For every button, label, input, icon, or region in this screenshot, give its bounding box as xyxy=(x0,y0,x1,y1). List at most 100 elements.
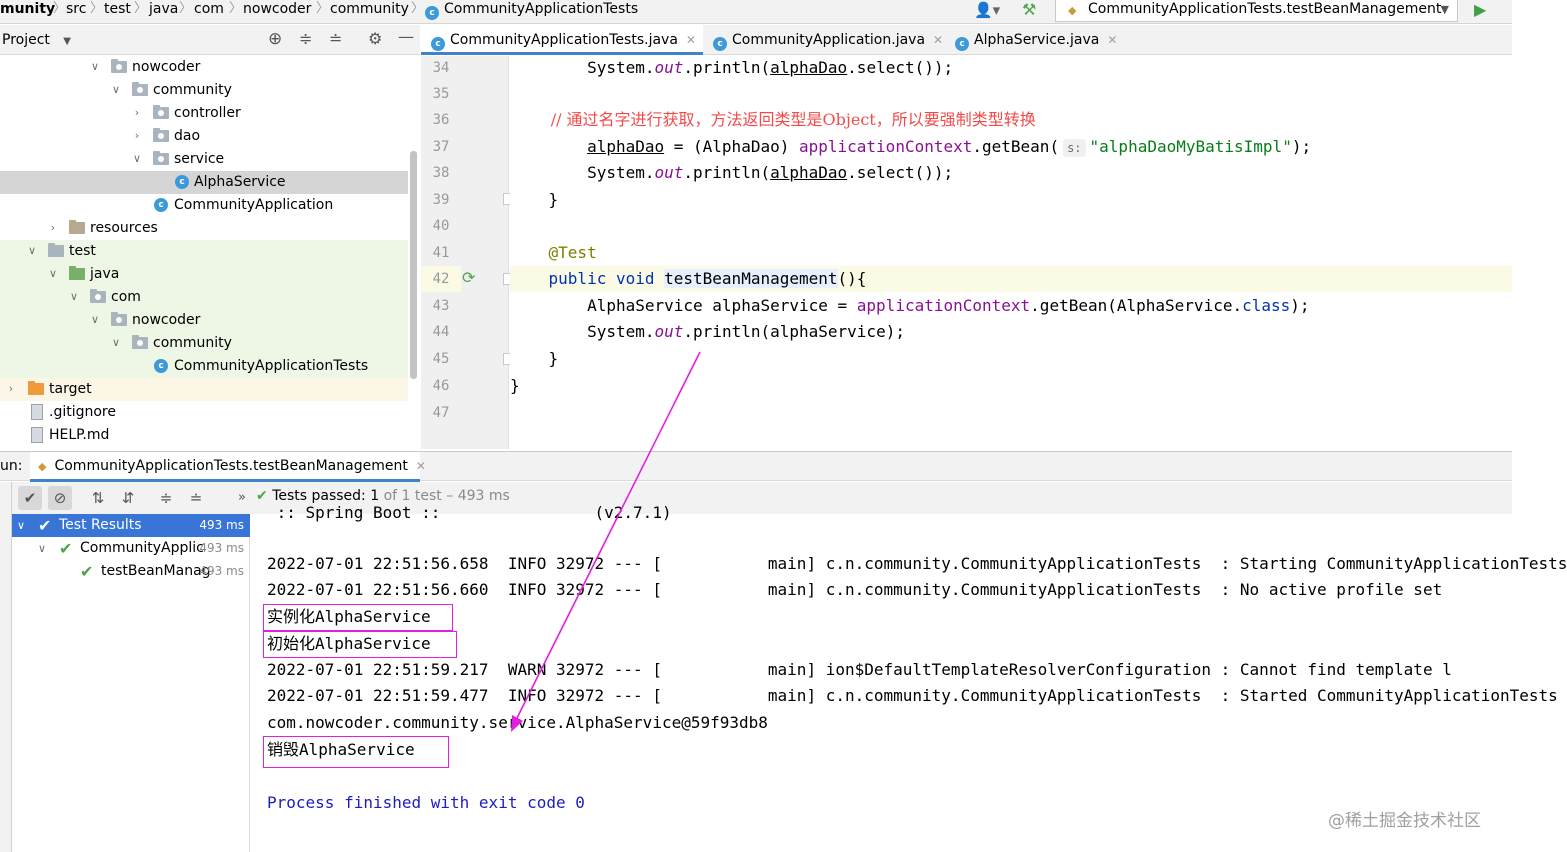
chevron-down-icon[interactable]: ∨ xyxy=(27,244,37,257)
chevron-right-icon[interactable]: › xyxy=(134,129,140,142)
tree-item-service[interactable]: ∨ service xyxy=(0,148,408,171)
breadcrumb-community[interactable]: community xyxy=(330,1,409,17)
check-icon: ✔ xyxy=(256,488,268,504)
tree-item-target[interactable]: › target xyxy=(0,378,408,401)
close-icon[interactable]: ✕ xyxy=(933,33,944,47)
breadcrumb-java[interactable]: java xyxy=(149,1,179,17)
chevron-down-icon[interactable]: ∨ xyxy=(111,83,121,96)
chevron-down-icon[interactable]: ∨ xyxy=(111,336,121,349)
tree-item-community-test[interactable]: ∨ community xyxy=(0,332,408,355)
run-tab[interactable]: ◆CommunityApplicationTests.testBeanManag… xyxy=(30,452,426,482)
user-icon[interactable]: 👤▾ xyxy=(974,1,1001,19)
chevron-down-icon[interactable]: ∨ xyxy=(90,313,100,326)
code-line-39: } xyxy=(510,190,559,209)
test-method-row[interactable]: ✔ testBeanManag 493 ms xyxy=(80,562,244,581)
code-line-43: AlphaService alphaService = applicationC… xyxy=(510,296,1310,315)
expand-all-icon[interactable]: ≑ xyxy=(299,29,313,48)
tree-item-community[interactable]: ∨ community xyxy=(0,79,408,102)
close-icon[interactable]: ✕ xyxy=(685,33,696,47)
run-icon[interactable]: ▶ xyxy=(1474,0,1487,19)
tree-item-gitignore[interactable]: .gitignore xyxy=(0,401,408,424)
breadcrumb-separator: 〉 xyxy=(411,1,425,16)
project-tree: ∨ nowcoder ∨ community › controller › da… xyxy=(0,56,420,449)
run-configuration-select[interactable]: ◆ CommunityApplicationTests.testBeanMana… xyxy=(1055,0,1458,22)
console-line: 2022-07-01 22:51:56.660 INFO 32972 --- [… xyxy=(267,580,1443,599)
package-icon xyxy=(132,335,148,349)
chevron-down-icon[interactable]: ∨ xyxy=(90,60,100,73)
chevron-right-icon[interactable]: › xyxy=(134,106,140,119)
code-line-38: System.out.println(alphaDao.select()); xyxy=(510,163,954,182)
chevron-down-icon[interactable]: ∨ xyxy=(132,152,142,165)
collapse-all-icon[interactable]: ≐ xyxy=(189,489,203,507)
check-icon: ✔ xyxy=(59,539,73,558)
chevron-down-icon[interactable]: ∨ xyxy=(17,519,26,532)
show-ignored-icon[interactable]: ⊘ xyxy=(48,486,72,510)
code-line-42: public void testBeanManagement(){ xyxy=(510,266,1512,292)
chevron-down-icon[interactable]: ∨ xyxy=(69,290,79,303)
run-toolbar: ✔ ⊘ ⇅ ⇵ ≑ ≐ » ✔ Tests passed: 1 of 1 tes… xyxy=(12,482,1512,514)
chevron-right-icon[interactable]: › xyxy=(50,221,56,234)
excluded-folder-icon xyxy=(28,381,44,395)
project-view-select[interactable]: Project ▼ xyxy=(2,32,71,48)
test-source-folder-icon xyxy=(69,266,85,280)
build-hammer-icon[interactable]: ⚒ xyxy=(1022,0,1037,19)
tree-scrollbar[interactable] xyxy=(410,151,417,379)
sort-duration-icon[interactable]: ⇵ xyxy=(121,489,135,507)
tree-item-alphaservice[interactable]: c AlphaService xyxy=(0,171,408,194)
close-icon[interactable]: ✕ xyxy=(415,459,426,473)
tree-item-dao[interactable]: › dao xyxy=(0,125,408,148)
tree-item-com[interactable]: ∨ com xyxy=(0,286,408,309)
sort-alpha-icon[interactable]: ⇅ xyxy=(91,489,105,507)
test-class-row[interactable]: ∨ ✔ CommunityApplic 493 ms xyxy=(38,539,244,558)
hide-icon[interactable]: — xyxy=(398,27,414,46)
folder-icon xyxy=(48,243,64,257)
package-icon xyxy=(90,289,106,303)
breadcrumb-project[interactable]: munity xyxy=(0,1,56,17)
chevron-right-icon[interactable]: › xyxy=(8,382,14,395)
tree-item-communityapplicationtests[interactable]: c CommunityApplicationTests xyxy=(0,355,408,378)
markdown-file-icon xyxy=(31,427,43,443)
breadcrumb-separator: 〉 xyxy=(134,1,148,16)
breadcrumb-src[interactable]: src xyxy=(66,1,87,17)
tree-item-test[interactable]: ∨ test xyxy=(0,240,408,263)
chevron-down-icon[interactable]: ∨ xyxy=(38,542,47,555)
console-line: 实例化AlphaService xyxy=(267,607,431,626)
class-icon: c xyxy=(431,37,445,51)
locate-icon[interactable]: ⊕ xyxy=(268,29,283,49)
collapse-all-icon[interactable]: ≐ xyxy=(329,29,343,48)
code-line-34: System.out.println(alphaDao.select()); xyxy=(510,58,954,77)
show-passed-icon[interactable]: ✔ xyxy=(18,486,42,510)
close-icon[interactable]: ✕ xyxy=(1107,33,1118,47)
tree-item-nowcoder[interactable]: ∨ nowcoder xyxy=(0,56,408,79)
tree-item-resources[interactable]: › resources xyxy=(0,217,408,240)
run-test-icon[interactable]: ⟳ xyxy=(462,268,476,287)
annotation-box xyxy=(263,604,453,631)
breadcrumb-nowcoder[interactable]: nowcoder xyxy=(243,1,312,17)
breadcrumb-com[interactable]: com xyxy=(194,1,224,17)
more-icon[interactable]: » xyxy=(238,490,246,505)
tree-item-controller[interactable]: › controller xyxy=(0,102,408,125)
expand-all-icon[interactable]: ≑ xyxy=(159,489,173,507)
test-status: ✔ Tests passed: 1 of 1 test – 493 ms xyxy=(256,488,510,504)
gear-icon[interactable]: ⚙ xyxy=(368,29,383,48)
chevron-down-icon[interactable]: ∨ xyxy=(48,267,58,280)
line-number: 45 xyxy=(432,351,450,367)
class-icon: c xyxy=(175,175,189,189)
test-results-root[interactable]: ∨ ✔ Test Results 493 ms xyxy=(12,514,250,537)
tree-item-help-md[interactable]: HELP.md xyxy=(0,424,408,447)
console-output[interactable]: :: Spring Boot :: (v2.7.1) 2022-07-01 22… xyxy=(251,503,1567,852)
code-editor[interactable]: System.out.println(alphaDao.select()); /… xyxy=(510,56,1512,449)
breadcrumb-test[interactable]: test xyxy=(104,1,131,17)
breadcrumb-separator: 〉 xyxy=(53,1,67,16)
tree-item-nowcoder-test[interactable]: ∨ nowcoder xyxy=(0,309,408,332)
run-side-strip xyxy=(0,482,12,852)
tree-item-java[interactable]: ∨ java xyxy=(0,263,408,286)
tree-item-communityapplication[interactable]: c CommunityApplication xyxy=(0,194,408,217)
class-icon: c xyxy=(955,37,969,51)
console-line: :: Spring Boot :: (v2.7.1) xyxy=(267,503,672,522)
project-panel-header: Project ▼ ⊕ ≑ ≐ ⚙ — xyxy=(0,25,420,55)
